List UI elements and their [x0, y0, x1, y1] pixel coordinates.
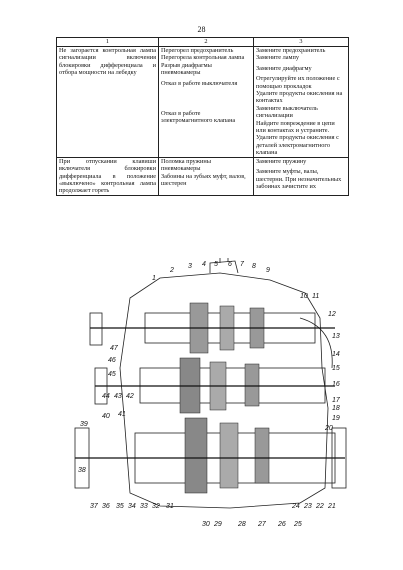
remedy-item: Замените пружину	[256, 157, 307, 165]
cause-item: Перегорела контрольная лампа	[161, 54, 245, 62]
callouts-right: 10 11 12 13 14 15 16 17 18 19 20	[300, 293, 341, 432]
svg-text:27: 27	[257, 521, 267, 528]
svg-text:5: 5	[214, 261, 218, 268]
remedy-item: Замените муфты, валы, шестерни. При незн…	[256, 168, 342, 190]
callouts-bottom: 37 36 35 34 33 32 31 30 29 28 27 26 25 2…	[90, 503, 336, 528]
symptom-cell: Не загорается контрольная лампа сигнализ…	[56, 46, 159, 158]
column-header: 1	[56, 37, 159, 47]
cause-item: Отказ в работе выключателя	[161, 79, 238, 87]
svg-text:33: 33	[140, 503, 148, 510]
remedy-item: Удалите продукты окисления на контактах	[256, 90, 343, 105]
svg-text:2: 2	[169, 267, 174, 274]
svg-text:6: 6	[228, 261, 232, 268]
svg-text:10: 10	[300, 293, 308, 300]
svg-text:34: 34	[128, 503, 136, 510]
svg-text:36: 36	[102, 503, 110, 510]
svg-text:46: 46	[108, 357, 116, 364]
fault-table: 1 2 3 Не загорается контрольная лампа си…	[56, 37, 349, 196]
svg-text:20: 20	[324, 425, 333, 432]
column-header: 2	[158, 37, 254, 47]
svg-text:22: 22	[315, 503, 324, 510]
remedies-cell: Замените пружину Замените муфты, валы, ш…	[253, 156, 349, 196]
svg-text:30: 30	[202, 521, 210, 528]
svg-text:32: 32	[152, 503, 160, 510]
remedies-cell: Замените предохранитель Замените лампу З…	[253, 46, 349, 158]
svg-text:47: 47	[110, 345, 119, 352]
svg-text:37: 37	[90, 503, 99, 510]
shafts	[75, 327, 345, 459]
remedy-item: Замените диафрагму	[256, 64, 312, 72]
symptom-cell: При отпускании клавиши включателя блокир…	[56, 156, 159, 196]
column-header: 3	[253, 37, 349, 47]
callouts-top: 1 2 3 4 5 6 7 8 9	[152, 261, 270, 282]
svg-text:26: 26	[277, 521, 286, 528]
svg-text:35: 35	[116, 503, 124, 510]
remedy-item: Замените предохранитель	[256, 47, 326, 54]
table-row: При отпускании клавиши включателя блокир…	[56, 156, 349, 196]
svg-text:1: 1	[152, 275, 156, 282]
svg-text:24: 24	[291, 503, 300, 510]
remedy-item: Отрегулируйте их положение с помощью про…	[256, 75, 340, 90]
svg-text:15: 15	[332, 365, 340, 372]
svg-text:3: 3	[188, 263, 192, 270]
svg-text:40: 40	[102, 413, 110, 420]
svg-text:29: 29	[213, 521, 222, 528]
svg-text:42: 42	[126, 393, 134, 400]
gears	[179, 302, 270, 494]
cause-item: Забоины на зубьях муфт, валов, шестерен	[161, 172, 246, 187]
cause-item: Разрыв диафрагмы пневмокамеры	[161, 61, 212, 77]
svg-text:18: 18	[332, 405, 340, 412]
causes-cell: Перегорел предохранитель Перегорела конт…	[158, 46, 254, 158]
causes-cell: Поломка пружины пневмокамеры Забоины на …	[158, 156, 254, 196]
svg-text:31: 31	[166, 503, 174, 510]
svg-text:38: 38	[78, 467, 86, 474]
cause-item: Отказ в работе электромагнитного клапана	[161, 110, 236, 125]
svg-text:7: 7	[240, 261, 245, 268]
table-row: Не загорается контрольная лампа сигнализ…	[56, 46, 349, 158]
svg-text:14: 14	[332, 351, 340, 358]
svg-text:21: 21	[327, 503, 336, 510]
cause-item: Перегорел предохранитель	[161, 47, 234, 54]
svg-text:4: 4	[202, 261, 206, 268]
svg-text:45: 45	[108, 371, 116, 378]
svg-text:13: 13	[332, 333, 340, 340]
svg-text:25: 25	[293, 521, 302, 528]
svg-text:12: 12	[328, 311, 336, 318]
svg-text:44: 44	[102, 393, 110, 400]
callouts-left: 47 46 45 44 43 42 41 40 39 38	[78, 345, 134, 474]
svg-text:39: 39	[80, 421, 88, 428]
page-number: 28	[197, 25, 206, 34]
svg-text:19: 19	[332, 415, 340, 422]
remedy-item: Замените лампу	[256, 54, 300, 62]
table-header-row: 1 2 3	[56, 37, 349, 47]
cause-item: Поломка пружины пневмокамеры	[161, 157, 211, 173]
svg-text:8: 8	[252, 263, 256, 270]
transfer-case-drawing: 1 2 3 4 5 6 7 8 9 10 11 12 13 14 15 16 1…	[74, 258, 347, 528]
svg-text:28: 28	[237, 521, 246, 528]
svg-text:16: 16	[332, 381, 340, 388]
remedy-item: Замените выключатель сигнализации	[256, 104, 318, 120]
svg-text:9: 9	[266, 267, 270, 274]
svg-text:23: 23	[303, 503, 312, 510]
svg-text:43: 43	[114, 393, 122, 400]
remedy-item: Найдите повреждение в цепи или контактах…	[256, 119, 339, 157]
flanges	[74, 312, 347, 489]
svg-text:17: 17	[332, 397, 341, 404]
svg-text:11: 11	[312, 293, 319, 300]
svg-text:41: 41	[118, 411, 126, 418]
